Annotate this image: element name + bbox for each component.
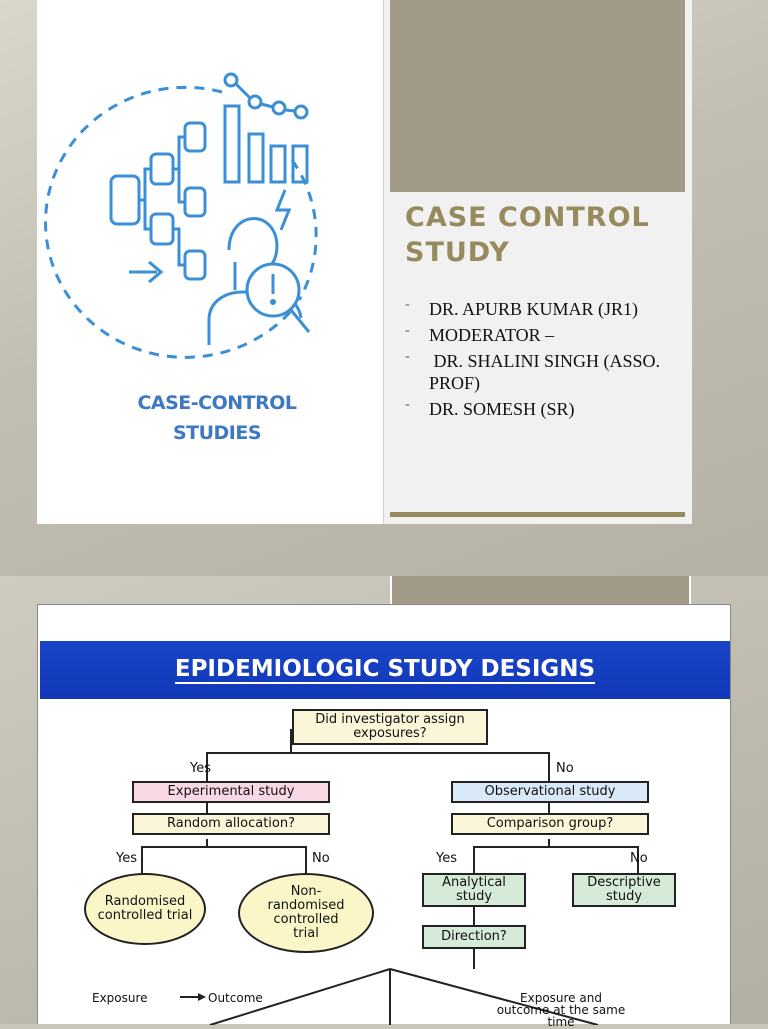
list-item: - DR. SOMESH (SR) (405, 397, 695, 420)
outcome-label: Outcome (208, 991, 263, 1005)
exposure-label: Exposure (92, 991, 148, 1005)
slide-2[interactable]: EPIDEMIOLOGIC STUDY DESIGNS Did investig… (37, 604, 731, 1028)
list-item: - MODERATOR – (405, 323, 695, 346)
observational-study-box: Observational study (451, 781, 649, 803)
bullet-marker: - (405, 297, 410, 312)
image-caption-line-1: CASE-CONTROL (137, 392, 297, 414)
bullet-marker: - (405, 323, 410, 338)
flowchart-root-text: Did investigator assign exposures? (315, 712, 465, 741)
analytical-study-box: Analytical study (422, 873, 526, 907)
slide-2-title: EPIDEMIOLOGIC STUDY DESIGNS (174, 656, 596, 684)
comparison-group-box: Comparison group? (451, 813, 649, 835)
moderator-label: MODERATOR – (429, 325, 555, 345)
flowchart-root: Did investigator assign exposures? (292, 709, 488, 745)
comparison-no-label: No (630, 851, 648, 866)
flowchart-connectors (141, 729, 639, 1025)
moderator-name: DR. SHALINI SINGH (ASSO. PROF) (429, 351, 665, 393)
slide-1-image-panel: CASE-CONTROL STUDIES (37, 0, 383, 524)
senior-resident-name: DR. SOMESH (SR) (429, 399, 575, 419)
presenter-list: - DR. APURB KUMAR (JR1) - MODERATOR – - DR… (405, 297, 695, 424)
random-no-label: No (312, 851, 330, 866)
comparison-yes-label: Yes (436, 851, 457, 866)
list-item: - DR. APURB KUMAR (JR1) (405, 297, 695, 320)
bullet-marker: - (405, 397, 410, 412)
accent-bar (390, 512, 685, 517)
branch-no-label: No (556, 761, 574, 776)
image-caption: CASE-CONTROL STUDIES (137, 388, 297, 448)
random-allocation-box: Random allocation? (132, 813, 330, 835)
rct-text: Randomised controlled trial (97, 894, 193, 923)
list-item: - DR. SHALINI SINGH (ASSO. PROF) (405, 349, 695, 394)
case-control-illustration-icon (44, 72, 318, 359)
experimental-study-box: Experimental study (132, 781, 330, 803)
same-time-label: Exposure and outcome at the same time (496, 991, 626, 1029)
non-rct-text: Non-randomised controlled trial (267, 884, 345, 941)
slide-1[interactable]: CASE-CONTROL STUDIES CASE CONTROL STUDY … (37, 0, 692, 524)
rct-ellipse: Randomised controlled trial (84, 873, 206, 945)
non-rct-ellipse: Non-randomised controlled trial (238, 873, 374, 953)
random-yes-label: Yes (116, 851, 137, 866)
branch-yes-label: Yes (190, 761, 211, 776)
direction-box: Direction? (422, 925, 526, 949)
slide-2-header: EPIDEMIOLOGIC STUDY DESIGNS (40, 641, 730, 699)
descriptive-study-text: Descriptive study (587, 875, 661, 904)
descriptive-study-box: Descriptive study (572, 873, 676, 907)
analytical-study-text: Analytical study (442, 875, 506, 904)
image-caption-line-2: STUDIES (172, 422, 262, 444)
slide-1-header-photo (390, 0, 685, 192)
slide-title: CASE CONTROL STUDY (405, 202, 650, 268)
presenter-name: DR. APURB KUMAR (JR1) (429, 299, 639, 319)
bullet-marker: - (405, 349, 410, 364)
